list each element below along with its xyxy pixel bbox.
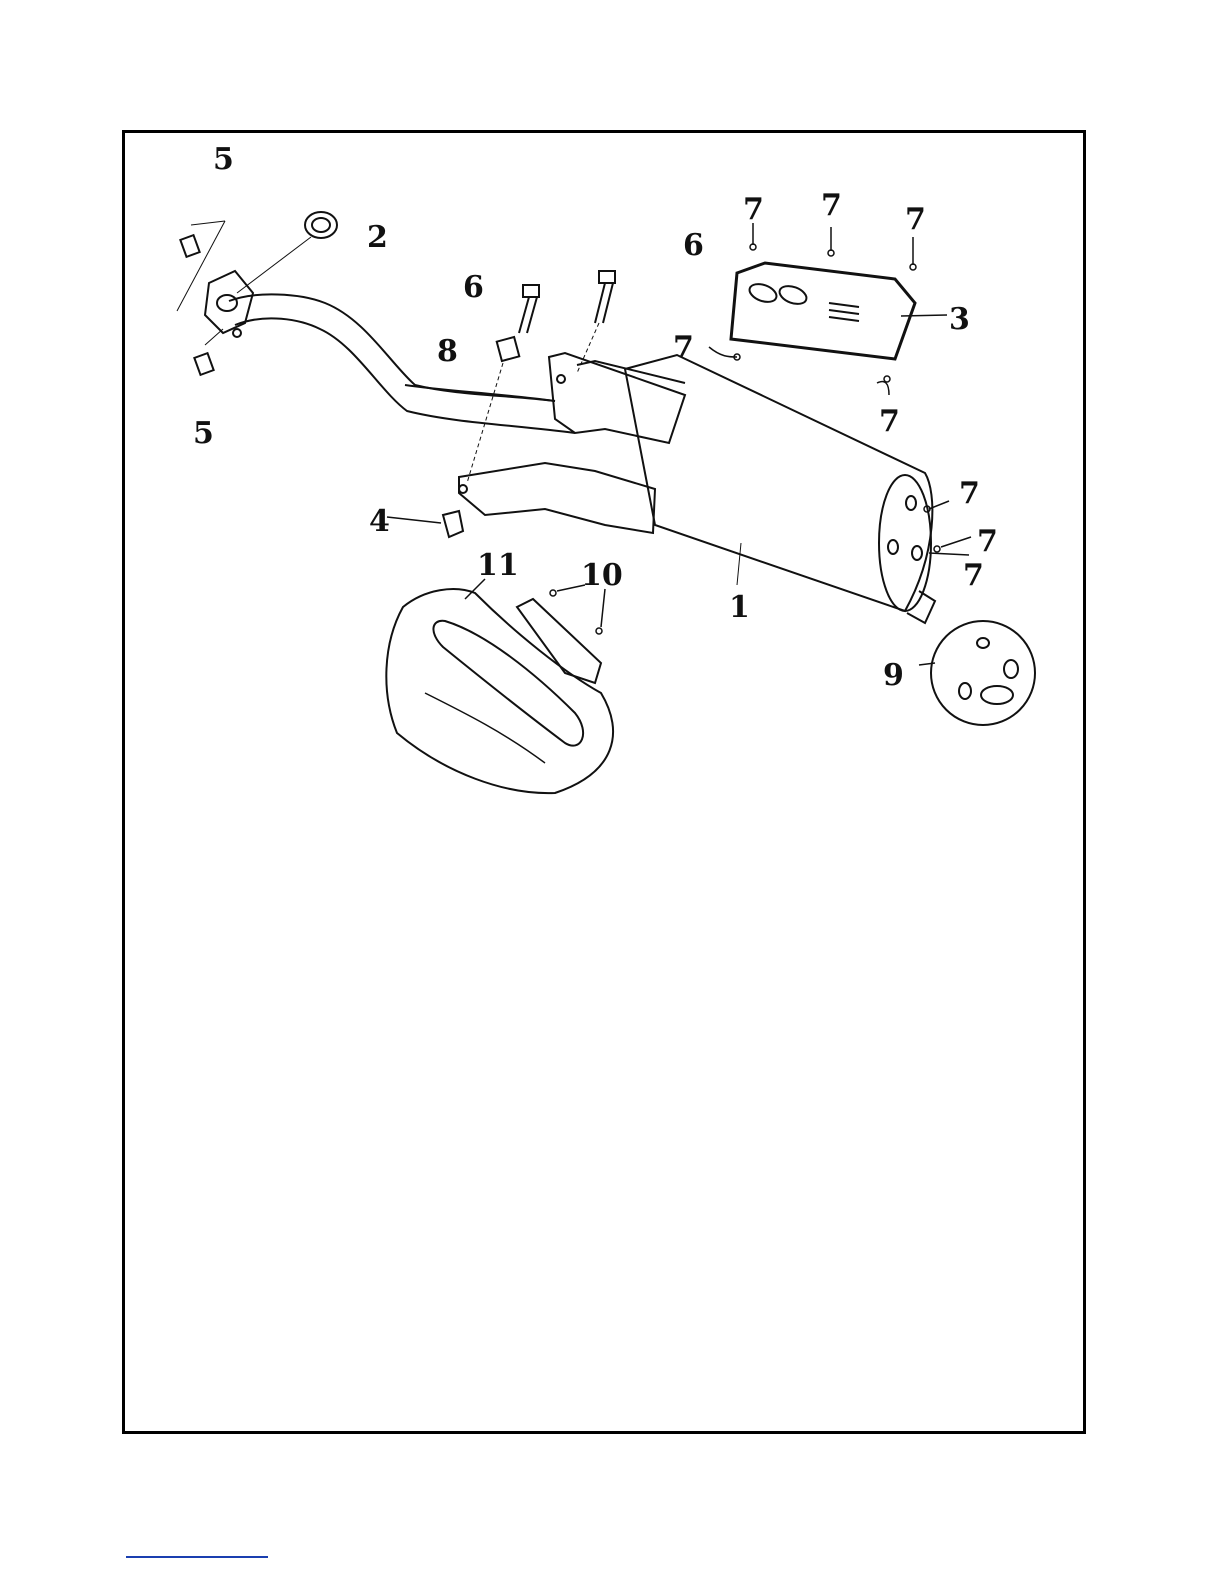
callout-2: 2	[367, 220, 388, 255]
muffler-heat-shield	[731, 263, 947, 359]
callout-7-end-middle: 7	[977, 524, 998, 559]
exhaust-flange	[205, 271, 253, 337]
bolt-6-right	[577, 271, 615, 373]
diagram-frame: 1 2 3 4 5 5 6 6 7 7 7 7 7 7 7 7 8 9 10 1…	[122, 130, 1086, 1434]
callout-7-top-left: 7	[743, 192, 764, 227]
callout-6-left: 6	[463, 270, 484, 305]
stud-bolt-upper	[177, 221, 225, 311]
callout-6-right: 6	[683, 228, 704, 263]
callout-9: 9	[883, 658, 904, 693]
bolt-6-left	[519, 285, 539, 333]
callout-7-end-lower: 7	[963, 558, 984, 593]
callout-5-lower: 5	[193, 416, 214, 451]
footer-link-underline[interactable]	[126, 1556, 268, 1558]
callout-5-upper: 5	[213, 142, 234, 177]
stud-bolt-lower	[194, 329, 223, 375]
tail-pipe-endcap-detail	[919, 621, 1035, 725]
callout-7-top-middle: 7	[821, 188, 842, 223]
callout-7-top-right: 7	[905, 202, 926, 237]
rubber-mount	[387, 511, 463, 537]
callout-7-bottom: 7	[879, 404, 900, 439]
callout-1: 1	[729, 590, 750, 625]
callout-3: 3	[949, 302, 970, 337]
callout-8: 8	[437, 334, 458, 369]
muffler-body	[625, 355, 935, 623]
callout-10: 10	[581, 558, 623, 593]
callout-7-end-upper: 7	[959, 476, 980, 511]
exhaust-gasket	[237, 212, 337, 293]
callout-11: 11	[477, 548, 519, 583]
collar	[467, 337, 519, 483]
exhaust-exploded-diagram: 1 2 3 4 5 5 6 6 7 7 7 7 7 7 7 7 8 9 10 1…	[125, 133, 1083, 1431]
callout-4: 4	[369, 504, 390, 539]
callout-7-left: 7	[673, 330, 694, 365]
muffler-cover	[386, 579, 613, 793]
